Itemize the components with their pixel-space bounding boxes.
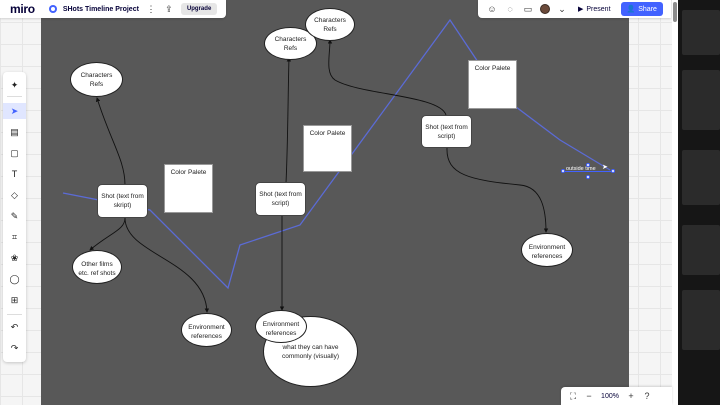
zoom-in-icon[interactable]: + bbox=[628, 391, 634, 401]
comment-icon[interactable]: ◯ bbox=[9, 273, 20, 284]
reactions-icon[interactable]: ☺ bbox=[487, 4, 497, 14]
board-title[interactable]: SHots Timeline Project bbox=[62, 5, 139, 13]
chevron-down-icon[interactable]: ⌄ bbox=[558, 3, 566, 14]
strip-thumbnail bbox=[682, 150, 720, 205]
strip-thumbnail bbox=[682, 225, 720, 275]
apps-icon[interactable]: ❀ bbox=[10, 252, 19, 263]
play-icon: ▶ bbox=[578, 6, 584, 13]
environment-refs-node[interactable]: Environment references bbox=[181, 313, 232, 347]
environment-refs-node[interactable]: Environment references bbox=[521, 233, 573, 267]
color-palette-sticky[interactable]: Color Palete bbox=[303, 125, 352, 172]
strip-thumbnail bbox=[682, 70, 720, 130]
resize-handle[interactable] bbox=[611, 169, 615, 173]
other-films-node[interactable]: Other films etc. ref shots bbox=[72, 250, 122, 284]
resize-handle[interactable] bbox=[561, 169, 565, 173]
shapes-icon[interactable]: ◇ bbox=[11, 189, 18, 200]
board-icon bbox=[48, 5, 57, 13]
select-icon[interactable]: ➤ bbox=[3, 103, 26, 119]
scrollbar-track[interactable] bbox=[672, 0, 678, 405]
redo-icon[interactable]: ↷ bbox=[10, 342, 19, 353]
fit-to-screen-icon[interactable]: ⛶ bbox=[569, 390, 577, 401]
scrollbar-thumb[interactable] bbox=[673, 2, 677, 22]
characters-refs-node[interactable]: Characters Refs bbox=[305, 8, 355, 41]
upgrade-button[interactable]: Upgrade bbox=[180, 3, 218, 15]
sticky-note-icon[interactable]: ▢ bbox=[10, 147, 19, 158]
templates-icon[interactable]: ▤ bbox=[10, 126, 19, 137]
collaboration-bar: ☺ ◌ ▭ ⌄ ▶Present 👤Share bbox=[478, 0, 671, 18]
text-icon[interactable]: T bbox=[11, 169, 18, 179]
resize-handle[interactable] bbox=[586, 175, 590, 179]
zoom-level[interactable]: 100% bbox=[601, 392, 619, 400]
toolbar-divider bbox=[7, 314, 22, 315]
strip-thumbnail bbox=[682, 290, 720, 350]
share-button[interactable]: 👤Share bbox=[620, 2, 663, 16]
help-icon[interactable]: ? bbox=[644, 391, 650, 401]
frame-icon[interactable]: ⌗ bbox=[11, 231, 18, 242]
share-user-icon: 👤 bbox=[626, 6, 636, 13]
selection-outline bbox=[565, 171, 615, 172]
shot-node[interactable]: Shot (text from script) bbox=[255, 182, 306, 216]
board-header: miro SHots Timeline Project ⋮ ⇪ Upgrade bbox=[0, 0, 226, 18]
undo-icon[interactable]: ↶ bbox=[10, 321, 19, 332]
avatar[interactable] bbox=[540, 4, 550, 14]
export-icon[interactable]: ⇪ bbox=[165, 3, 173, 14]
strip-thumbnail bbox=[682, 10, 720, 55]
color-palette-sticky[interactable]: Color Palete bbox=[468, 60, 517, 109]
video-call-icon[interactable]: ▭ bbox=[523, 3, 533, 14]
zoom-out-icon[interactable]: − bbox=[586, 391, 592, 401]
present-button[interactable]: ▶Present bbox=[578, 5, 611, 14]
add-icon[interactable]: ⊞ bbox=[10, 294, 19, 305]
zoom-controls: ⛶ − 100% + ? bbox=[561, 387, 672, 405]
environment-refs-node[interactable]: Environment references bbox=[255, 310, 307, 343]
shot-node[interactable]: Shot (text from skript) bbox=[97, 184, 148, 218]
characters-refs-node[interactable]: Characters Refs bbox=[70, 62, 123, 97]
color-palette-sticky[interactable]: Color Palete bbox=[164, 164, 213, 213]
selected-text-element[interactable]: outside time bbox=[566, 166, 596, 172]
shot-node[interactable]: Shot (text from script) bbox=[421, 115, 472, 148]
sparkle-icon[interactable]: ✦ bbox=[10, 79, 19, 90]
left-toolbar: ✦ ➤ ▤ ▢ T ◇ ✎ ⌗ ❀ ◯ ⊞ ↶ ↷ bbox=[3, 72, 26, 362]
resize-handle[interactable] bbox=[586, 163, 590, 167]
toolbar-divider bbox=[7, 96, 22, 97]
miro-logo[interactable]: miro bbox=[10, 2, 35, 16]
pen-icon[interactable]: ✎ bbox=[10, 210, 19, 221]
more-options-icon[interactable]: ⋮ bbox=[146, 3, 156, 14]
chat-icon[interactable]: ◌ bbox=[507, 4, 513, 14]
side-panel-strip bbox=[678, 0, 720, 405]
mouse-cursor-icon: ➤ bbox=[602, 164, 608, 171]
